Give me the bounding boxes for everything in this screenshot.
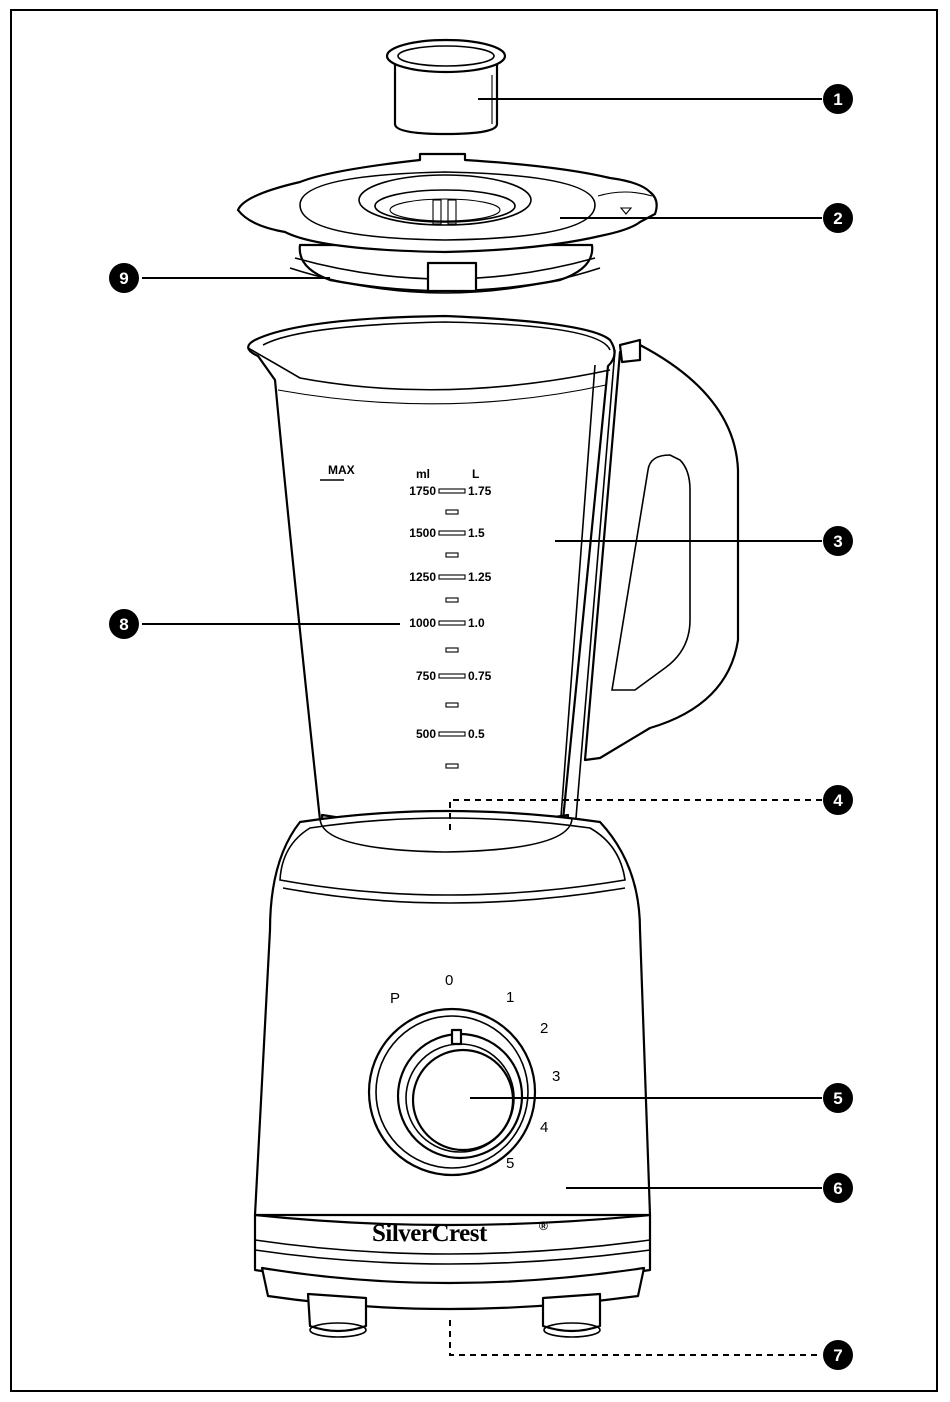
svg-text:8: 8 — [119, 615, 128, 634]
svg-text:5: 5 — [833, 1089, 842, 1108]
dial-label-0: 0 — [445, 972, 453, 989]
unit-l: L — [472, 467, 479, 481]
svg-text:6: 6 — [833, 1179, 842, 1198]
callout-5: 5 — [823, 1083, 853, 1113]
scale-ml-label: 1000 — [409, 616, 436, 630]
lid — [238, 154, 657, 293]
scale-l-label: 1.25 — [468, 570, 492, 584]
scale-ml-label: 750 — [416, 669, 436, 683]
dial-label-p: P — [390, 990, 400, 1007]
scale-ml-label: 500 — [416, 727, 436, 741]
callout-4: 4 — [823, 785, 853, 815]
measuring-cup — [387, 40, 505, 134]
brand-logo: SilverCrest — [372, 1220, 488, 1247]
svg-text:1: 1 — [833, 90, 842, 109]
callout-1: 1 — [823, 84, 853, 114]
scale-ml-label: 1250 — [409, 570, 436, 584]
dial-label-1: 1 — [506, 989, 514, 1006]
unit-ml: ml — [416, 467, 430, 481]
brand-registered-mark: ® — [539, 1219, 548, 1233]
scale-l-label: 0.75 — [468, 669, 492, 683]
dial-label-4: 4 — [540, 1119, 548, 1136]
dial-label-2: 2 — [540, 1020, 548, 1037]
svg-text:2: 2 — [833, 209, 842, 228]
callout-9: 9 — [109, 263, 139, 293]
callout-2: 2 — [823, 203, 853, 233]
scale-ml-label: 1750 — [409, 484, 436, 498]
scale-l-label: 0.5 — [468, 727, 485, 741]
callout-3: 3 — [823, 526, 853, 556]
svg-text:7: 7 — [833, 1346, 842, 1365]
jug — [248, 316, 738, 852]
scale-l-label: 1.75 — [468, 484, 492, 498]
dial-label-3: 3 — [552, 1068, 560, 1085]
scale-ml-label: 1500 — [409, 526, 436, 540]
svg-text:4: 4 — [833, 791, 843, 810]
scale-l-label: 1.5 — [468, 526, 485, 540]
callout-7: 7 — [823, 1340, 853, 1370]
dial-label-5: 5 — [506, 1155, 514, 1172]
scale-l-label: 1.0 — [468, 616, 485, 630]
callout-6: 6 — [823, 1173, 853, 1203]
callout-8: 8 — [109, 609, 139, 639]
svg-text:3: 3 — [833, 532, 842, 551]
max-label: MAX — [328, 463, 355, 477]
svg-text:9: 9 — [119, 269, 128, 288]
